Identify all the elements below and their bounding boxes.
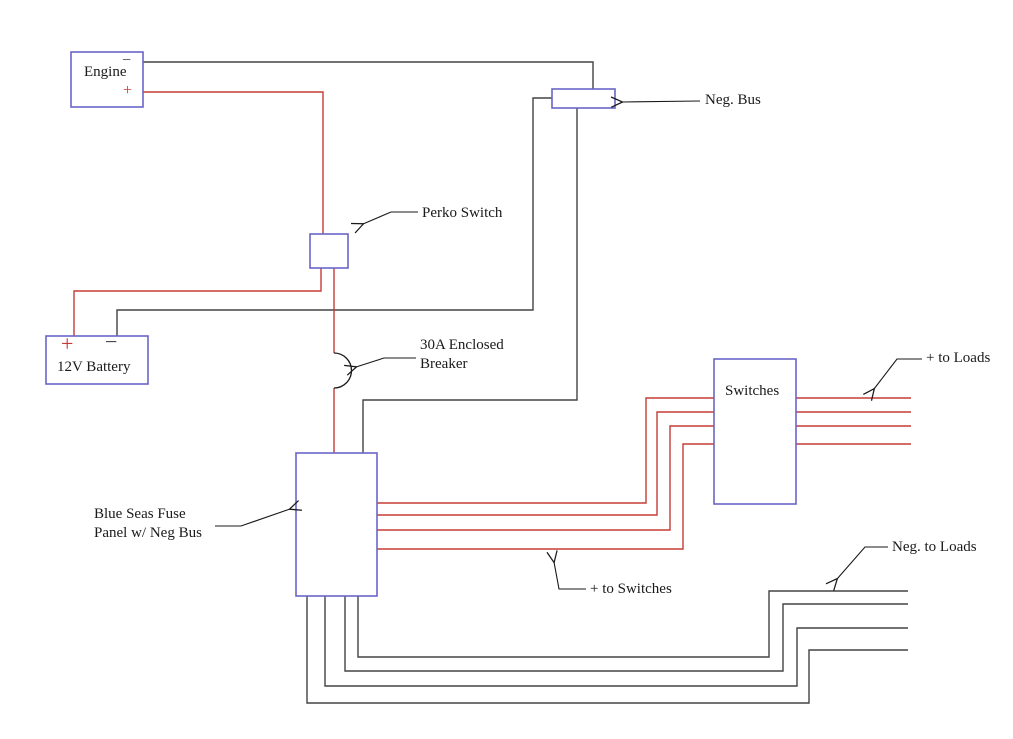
wire-bus-to-panel-neg [362, 108, 578, 453]
neg-bus-label-arrow-icon [610, 96, 701, 108]
component-battery [45, 335, 149, 385]
component-fuse-panel [295, 452, 378, 597]
wire-panel-to-switch-4 [377, 443, 714, 550]
wires-layer [73, 61, 911, 704]
component-perko-switch [309, 233, 349, 269]
plus-to-switches-label-arrow-icon [546, 550, 586, 590]
wire-perko-to-battery-pos [73, 268, 322, 336]
wire-panel-to-switch-3 [377, 425, 714, 531]
wire-engine-neg-to-bus [143, 61, 594, 89]
wire-panel-to-switch-1 [377, 397, 714, 504]
neg-to-loads-label-arrow-icon [825, 546, 888, 591]
wire-panel-neg-to-load-2 [344, 596, 908, 672]
component-engine [70, 51, 144, 108]
perko-switch-label-arrow-icon [350, 211, 418, 234]
breaker-label-arrow-icon [344, 357, 416, 376]
breaker-arc-icon [333, 352, 353, 389]
wire-panel-neg-to-load-1 [357, 590, 908, 658]
components-layer [45, 51, 797, 597]
component-switches [713, 358, 797, 505]
wire-engine-pos-to-perko [143, 91, 324, 234]
wire-panel-neg-to-load-4 [306, 596, 908, 704]
wire-panel-to-switch-2 [377, 411, 714, 516]
plus-to-loads-label-arrow-icon [863, 358, 922, 401]
fuse-panel-label-arrow-icon [215, 500, 302, 527]
annotation-arrows-layer [215, 96, 922, 591]
wire-bus-to-battery-neg [116, 97, 552, 336]
wire-panel-neg-to-load-3 [324, 596, 908, 687]
component-neg-bus [551, 88, 616, 109]
